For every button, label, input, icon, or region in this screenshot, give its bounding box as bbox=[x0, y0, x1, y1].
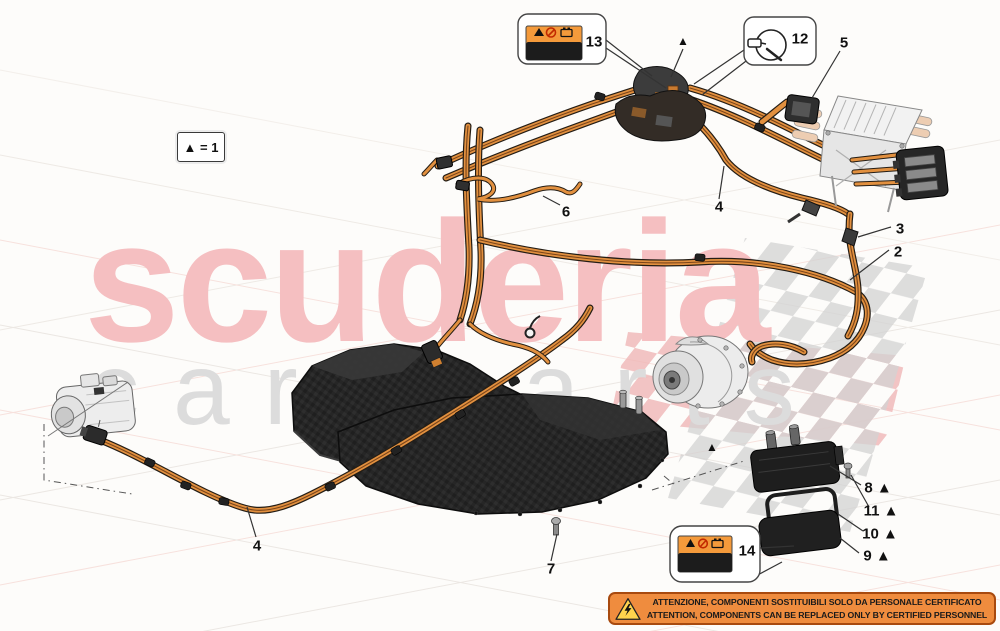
banner-text: ATTENZIONE, COMPONENTI SOSTITUIBILI SOLO… bbox=[646, 596, 988, 620]
callout-4-bottom[interactable]: 4 bbox=[252, 537, 262, 555]
callout-6[interactable]: 6 bbox=[561, 203, 571, 221]
callout-3[interactable]: 3 bbox=[895, 220, 905, 238]
callout-4-top[interactable]: 4 bbox=[714, 198, 724, 216]
callout-9[interactable]: 9 ▲ bbox=[863, 547, 891, 565]
battery-icon bbox=[711, 538, 724, 549]
high-voltage-warning-icon bbox=[615, 597, 641, 620]
ground-strap bbox=[801, 199, 821, 217]
callout-12[interactable]: 12 bbox=[791, 30, 809, 48]
warning-label-13 bbox=[517, 13, 607, 65]
callout-7[interactable]: 7 bbox=[546, 560, 556, 578]
callout-leader-lines bbox=[246, 39, 892, 579]
hv-connector-block bbox=[852, 145, 949, 201]
cable-clips bbox=[144, 376, 520, 506]
connector-5 bbox=[784, 94, 820, 125]
checkered-flag-gray bbox=[668, 238, 928, 532]
electric-motor bbox=[652, 335, 749, 409]
callout-5[interactable]: 5 bbox=[839, 34, 849, 52]
prohibition-icon bbox=[545, 27, 557, 38]
battery-cover-right bbox=[337, 389, 669, 517]
legend-label: ▲ = 1 bbox=[183, 139, 219, 155]
callout-8[interactable]: 8 ▲ bbox=[864, 479, 892, 497]
key-symbol-12 bbox=[743, 16, 817, 66]
warning-label-14 bbox=[669, 525, 761, 583]
watermark-title: scuderia bbox=[84, 186, 770, 378]
triangle-marker-top: ▲ bbox=[677, 34, 689, 48]
warning-triangle-icon bbox=[534, 28, 544, 36]
legend-box: ▲ = 1 bbox=[177, 132, 225, 162]
prohibition-icon bbox=[697, 538, 709, 549]
junction-box-8 bbox=[750, 424, 845, 493]
bracket-3 bbox=[841, 227, 859, 247]
battery-icon bbox=[560, 27, 573, 38]
callout-13[interactable]: 13 bbox=[585, 33, 603, 51]
callout-14[interactable]: 14 bbox=[738, 542, 756, 560]
warning-triangle-icon bbox=[686, 539, 695, 547]
banner-line-en: ATTENTION, COMPONENTS CAN BE REPLACED ON… bbox=[646, 609, 988, 620]
triangle-marker-mid: ▲ bbox=[706, 440, 718, 454]
callout-11[interactable]: 11 ▲ bbox=[863, 502, 899, 520]
banner-line-it: ATTENZIONE, COMPONENTI SOSTITUIBILI SOLO… bbox=[652, 597, 982, 608]
screw-11 bbox=[843, 462, 853, 479]
callout-2[interactable]: 2 bbox=[893, 243, 903, 261]
hv-connector-cluster bbox=[614, 66, 707, 142]
callout-10[interactable]: 10 ▲ bbox=[862, 525, 898, 543]
screw-7 bbox=[551, 517, 561, 536]
compressor-harness-4 bbox=[79, 308, 590, 510]
certified-personnel-warning-banner: ATTENZIONE, COMPONENTI SOSTITUIBILI SOLO… bbox=[608, 592, 996, 625]
